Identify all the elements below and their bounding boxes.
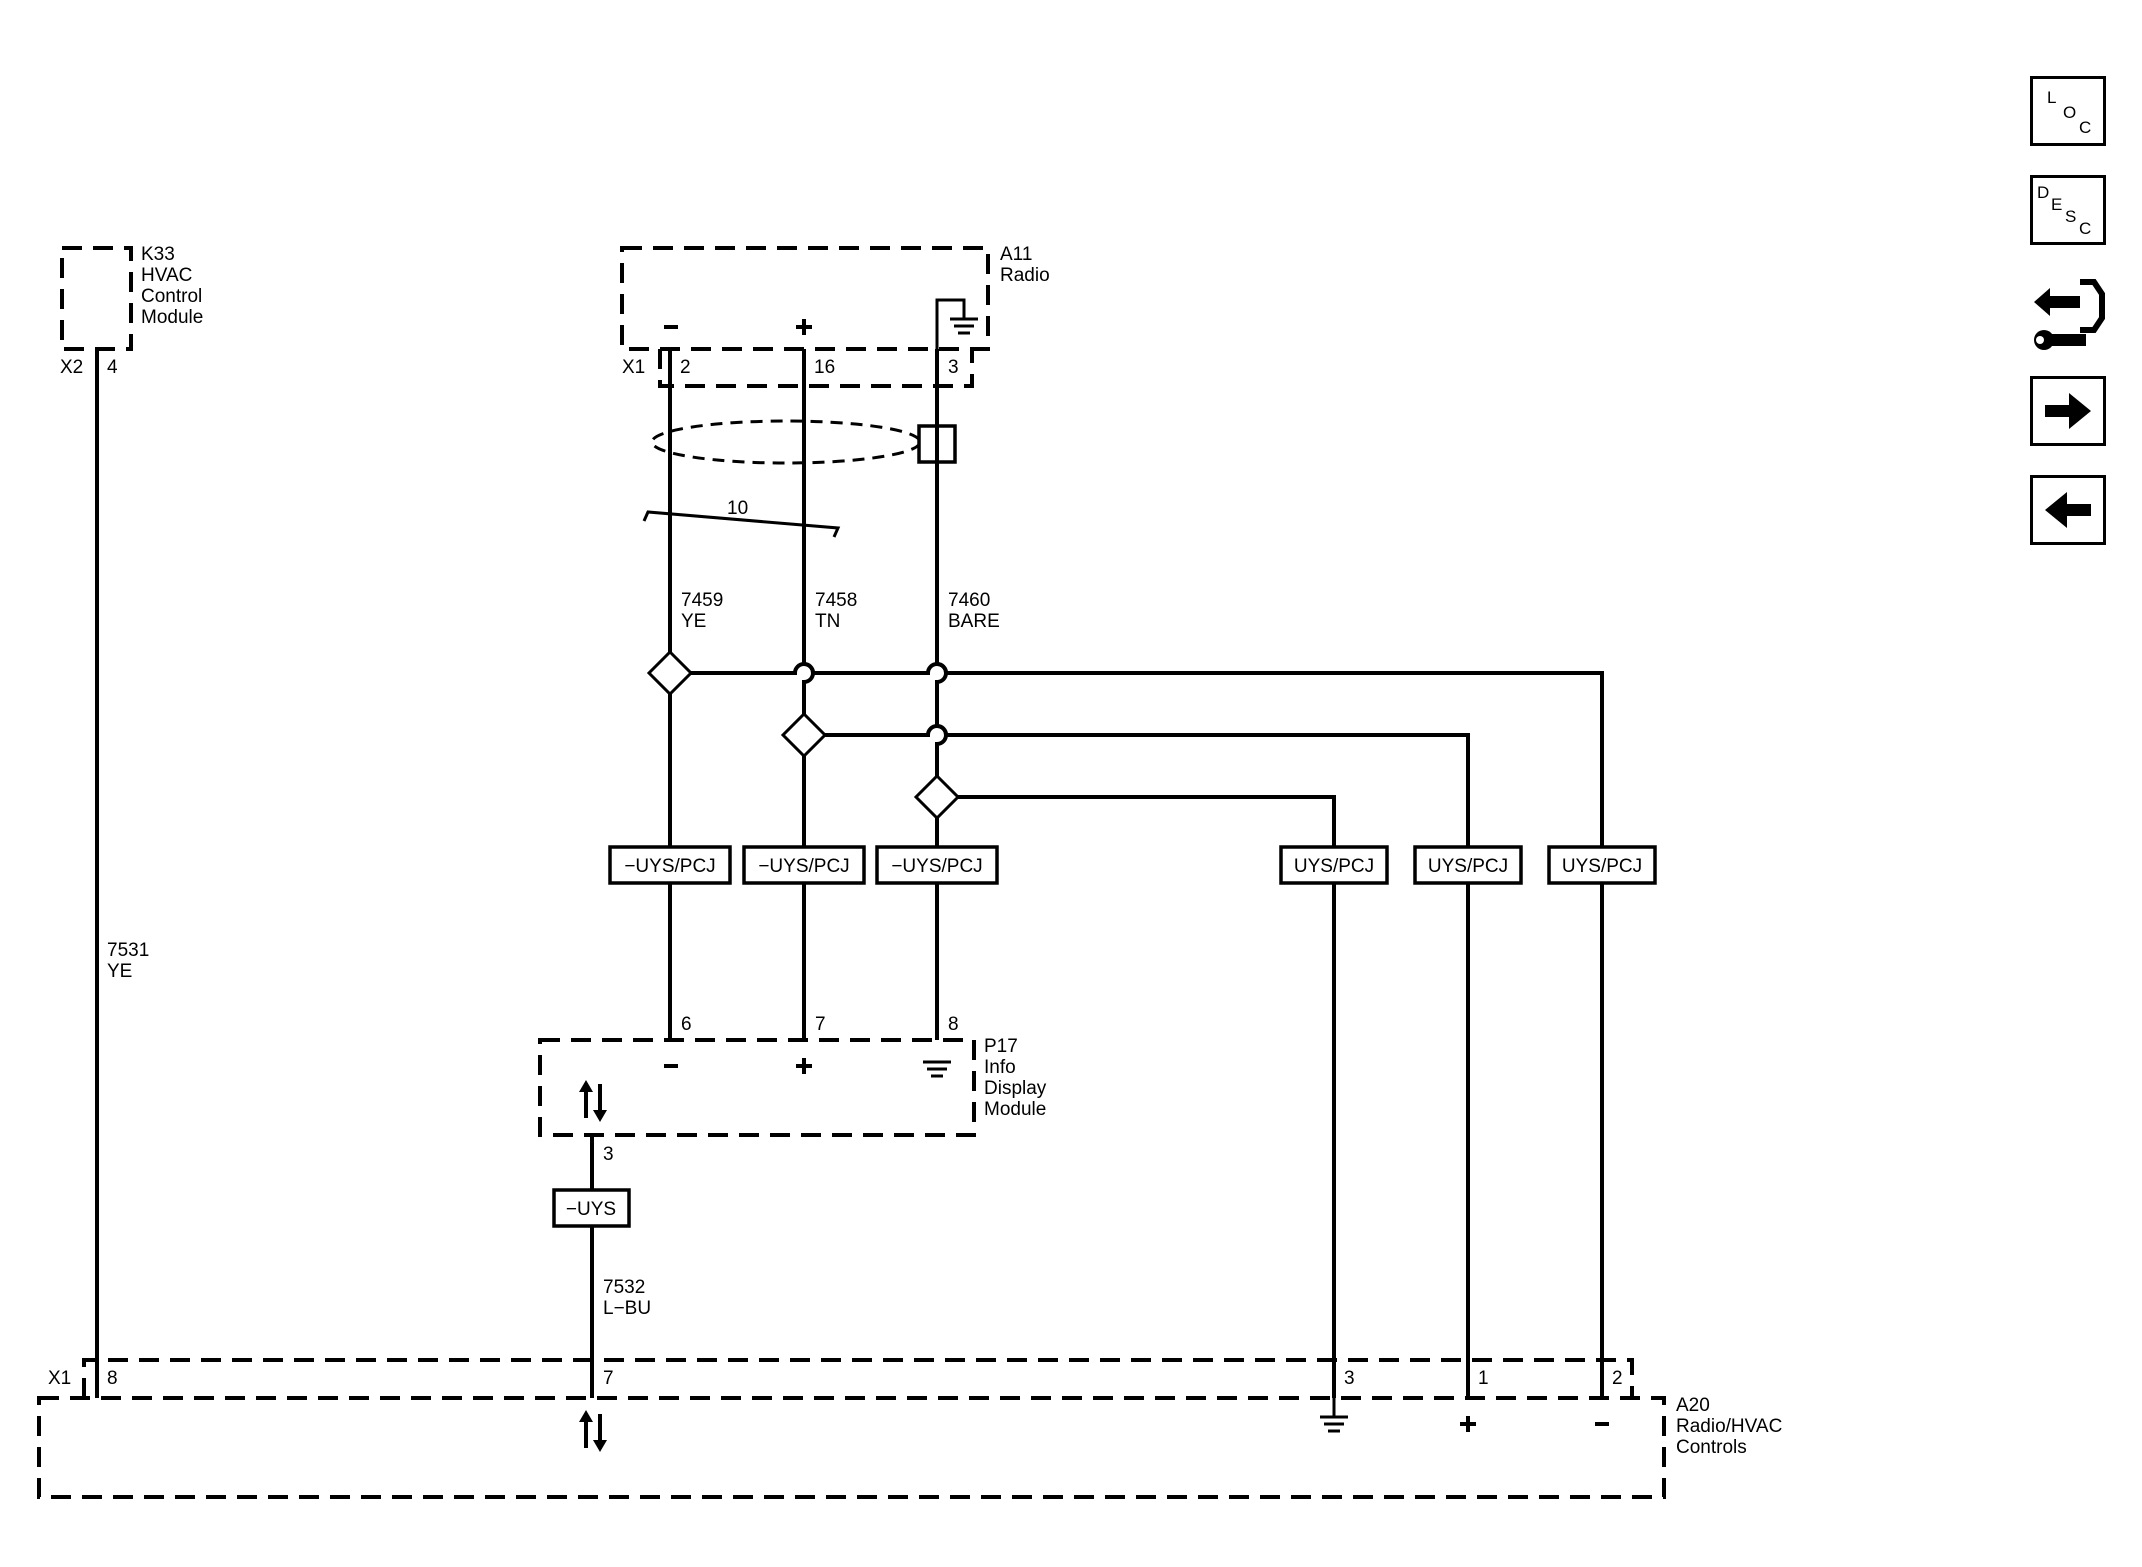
a20-serial-data-icon: [579, 1410, 607, 1452]
wire-7459-color: YE: [681, 611, 706, 632]
option-label-7459: −UYS/PCJ: [624, 856, 715, 877]
splice-7458: [780, 711, 828, 759]
a20-name-line-2: Controls: [1676, 1437, 1747, 1458]
p17-pin-8: 8: [948, 1014, 959, 1035]
shielded-twisted-pair: 10: [642, 419, 957, 538]
option-label-7460: −UYS/PCJ: [891, 856, 982, 877]
desc-letter-c: C: [2079, 219, 2091, 238]
a20-radio-hvac-controls: X1 8 7 3 1 2 A20 Radio/HVAC Controls: [37, 1358, 1782, 1499]
option-labels: −UYS/PCJ −UYS/PCJ −UYS/PCJ UYS/PCJ UYS/P…: [608, 845, 1657, 885]
wire-7532-color: L−BU: [603, 1298, 651, 1319]
splice-7459: [646, 649, 694, 697]
splice-7460: [913, 773, 961, 821]
a20-pin-8: 8: [107, 1368, 118, 1389]
p17-name-line-3: Module: [984, 1099, 1046, 1120]
branch-wires: [670, 662, 1604, 1398]
k33-name-line-2: Control: [141, 286, 202, 307]
p17-pin-6: 6: [681, 1014, 692, 1035]
k33-pin-label: 4: [107, 357, 118, 378]
loc-letter-o: O: [2063, 103, 2076, 122]
a20-id: A20: [1676, 1395, 1710, 1416]
arrow-right-icon: [2045, 393, 2091, 429]
p17-serial-data-icon: [579, 1080, 607, 1122]
desc-letter-s: S: [2065, 207, 2076, 226]
loc-letter-c: C: [2079, 118, 2091, 137]
p17-ground-icon: [923, 1060, 951, 1078]
a11-name: Radio: [1000, 265, 1050, 286]
p17-pin-3: 3: [603, 1144, 614, 1165]
p17-id: P17: [984, 1036, 1018, 1057]
a11-id: A11: [1000, 244, 1032, 265]
a11-pin-3: 3: [948, 357, 959, 378]
wire-7460-circuit: 7460: [948, 590, 990, 611]
wire-7532: −UYS 7532 L−BU: [552, 1135, 651, 1398]
desc-letter-e: E: [2051, 195, 2062, 214]
wire-7459-circuit: 7459: [681, 590, 723, 611]
a20-pin-7: 7: [603, 1368, 614, 1389]
p17-info-display-module: 6 7 8 P17 Info Display Module 3: [538, 1014, 1047, 1165]
next-page-button[interactable]: [2030, 376, 2106, 446]
k33-connector-label: X2: [60, 357, 83, 378]
option-label-pin-3: UYS/PCJ: [1294, 856, 1374, 877]
connector-swap-icon[interactable]: [2030, 272, 2106, 356]
twisted-pair-label: 10: [727, 498, 748, 519]
p17-name-line-1: Info: [984, 1057, 1016, 1078]
loc-letter-l: L: [2047, 88, 2056, 107]
a11-connector-label: X1: [622, 357, 645, 378]
loc-button[interactable]: L O C: [2030, 76, 2106, 146]
wire-7460-color: BARE: [948, 611, 1000, 632]
k33-name-line-1: HVAC: [141, 265, 192, 286]
desc-letter-d: D: [2037, 183, 2049, 202]
splice-diamonds: [646, 649, 961, 821]
option-label-pin-2: UYS/PCJ: [1562, 856, 1642, 877]
p17-name-line-2: Display: [984, 1078, 1047, 1099]
wire-7458-circuit: 7458: [815, 590, 857, 611]
wire-7531-color: YE: [107, 961, 132, 982]
p17-pin-7: 7: [815, 1014, 826, 1035]
wire-7459: 7459 YE: [668, 349, 723, 1040]
wire-7532-circuit: 7532: [603, 1277, 645, 1298]
wire-7458: 7458 TN: [802, 349, 857, 1040]
a20-connector-label: X1: [48, 1368, 71, 1389]
option-label-uys: −UYS: [566, 1199, 616, 1220]
arrow-left-icon: [2045, 492, 2091, 528]
a20-name-line-1: Radio/HVAC: [1676, 1416, 1782, 1437]
desc-button[interactable]: D E S C: [2030, 175, 2106, 245]
k33-hvac-control-module: K33 HVAC Control Module X2 4: [60, 244, 203, 378]
option-label-pin-1: UYS/PCJ: [1428, 856, 1508, 877]
wire-7531: 7531 YE: [95, 349, 149, 1398]
k33-id: K33: [141, 244, 175, 265]
a11-pin-2: 2: [680, 357, 691, 378]
a20-pin-1: 1: [1478, 1368, 1489, 1389]
a11-ground-icon: [935, 298, 978, 349]
previous-page-button[interactable]: [2030, 475, 2106, 545]
wire-7531-circuit: 7531: [107, 940, 149, 961]
a11-radio: A11 Radio X1 2 16 3: [620, 244, 1050, 388]
a20-pin-2: 2: [1612, 1368, 1623, 1389]
option-label-7458: −UYS/PCJ: [758, 856, 849, 877]
wire-7458-color: TN: [815, 611, 840, 632]
k33-name-line-3: Module: [141, 307, 203, 328]
a20-ground-icon: [1320, 1398, 1348, 1433]
a20-pin-3: 3: [1344, 1368, 1355, 1389]
a11-pin-16: 16: [814, 357, 835, 378]
